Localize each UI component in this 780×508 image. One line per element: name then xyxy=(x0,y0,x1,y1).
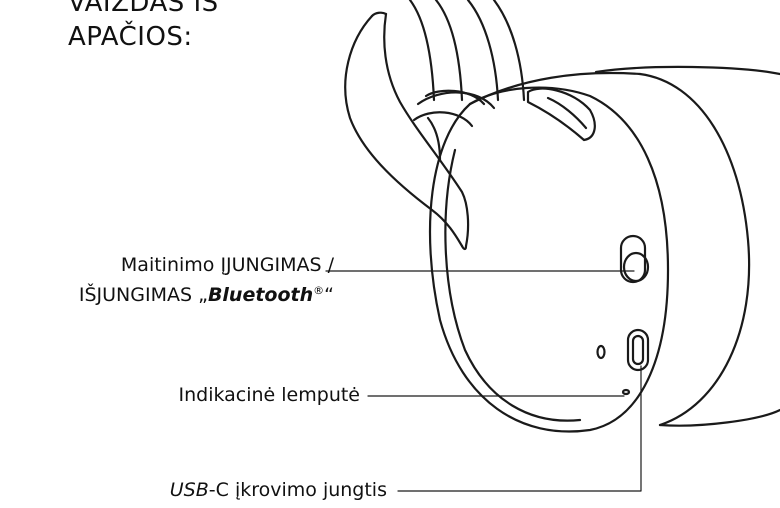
usb-prefix: USB xyxy=(170,479,209,501)
power-callout: Maitinimo ĮJUNGIMAS / IŠJUNGIMAS „Blueto… xyxy=(79,253,334,308)
usb-c-port xyxy=(628,330,648,370)
registered-mark: ® xyxy=(313,284,324,297)
earcup-top-button xyxy=(528,89,595,140)
earcup-shell xyxy=(470,67,780,426)
heading-line-2: APAČIOS: xyxy=(68,20,219,54)
power-label-line-2: IŠJUNGIMAS „Bluetooth®“ xyxy=(79,284,334,306)
bluetooth-brand: Bluetooth xyxy=(208,284,313,306)
power-label-line-1: Maitinimo ĮJUNGIMAS / xyxy=(121,254,334,276)
usb-leader-line xyxy=(398,366,641,491)
power-switch xyxy=(621,236,648,282)
indicator-light xyxy=(623,390,629,394)
heading-line-1: VAIZDAS IŠ xyxy=(68,0,219,20)
view-heading: VAIZDAS IŠ APAČIOS: xyxy=(68,0,219,54)
mic-hole xyxy=(598,346,605,358)
earcup-face xyxy=(430,88,668,432)
indicator-callout: Indikacinė lemputė xyxy=(178,383,360,408)
indicator-label: Indikacinė lemputė xyxy=(178,384,360,406)
usb-callout: USB-C įkrovimo jungtis xyxy=(170,478,387,503)
usb-label: USB-C įkrovimo jungtis xyxy=(170,479,387,501)
